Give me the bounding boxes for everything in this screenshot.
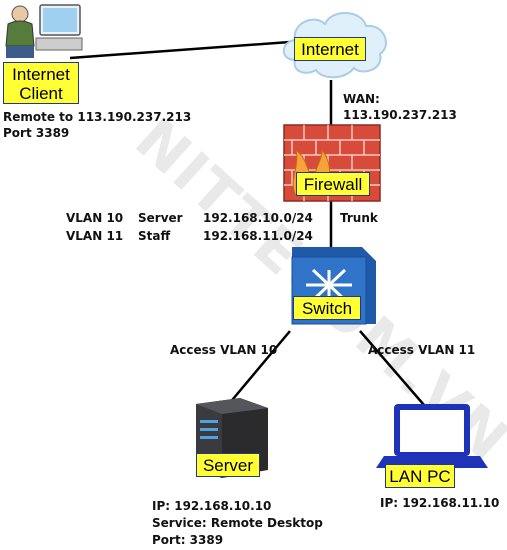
- lan-pc-label: LAN PC: [385, 464, 455, 488]
- switch-label: Switch: [293, 296, 361, 320]
- firewall-label: Firewall: [296, 172, 370, 196]
- laptop-icon: [376, 404, 488, 468]
- server-note-line1: IP: 192.168.10.10: [152, 499, 272, 513]
- trunk-label: Trunk: [340, 211, 378, 225]
- wan-note-line1: WAN:: [343, 92, 380, 106]
- vlan-subnet: 192.168.10.0/24: [203, 211, 313, 225]
- link-switch-lanpc: [359, 330, 425, 406]
- link-switch-server: [227, 330, 291, 406]
- vlan-name: Staff: [138, 229, 171, 243]
- vlan-id: VLAN 10: [66, 211, 124, 225]
- access-vlan10-label: Access VLAN 10: [170, 343, 278, 357]
- link-client-internet: [69, 40, 291, 60]
- internet-client-label-line1: Internet: [12, 65, 70, 84]
- client-note-line2: Port 3389: [3, 126, 70, 140]
- vlan-id: VLAN 11: [66, 229, 124, 243]
- lan-pc-note-line1: IP: 192.168.11.10: [380, 496, 500, 510]
- vlan-subnet: 192.168.11.0/24: [203, 229, 313, 243]
- wan-note-line2: 113.190.237.213: [343, 108, 457, 122]
- internet-client-label: Internet Client: [3, 62, 79, 104]
- server-note-line2: Service: Remote Desktop: [152, 516, 323, 530]
- client-note-line1: Remote to 113.190.237.213: [3, 110, 192, 124]
- internet-label: Internet: [294, 37, 366, 61]
- server-label: Server: [196, 453, 260, 477]
- access-vlan11-label: Access VLAN 11: [368, 343, 476, 357]
- vlan-name: Server: [138, 211, 183, 225]
- server-note-line3: Port: 3389: [152, 533, 224, 547]
- internet-client-label-line2: Client: [19, 84, 63, 103]
- workstation-icon: [5, 4, 83, 58]
